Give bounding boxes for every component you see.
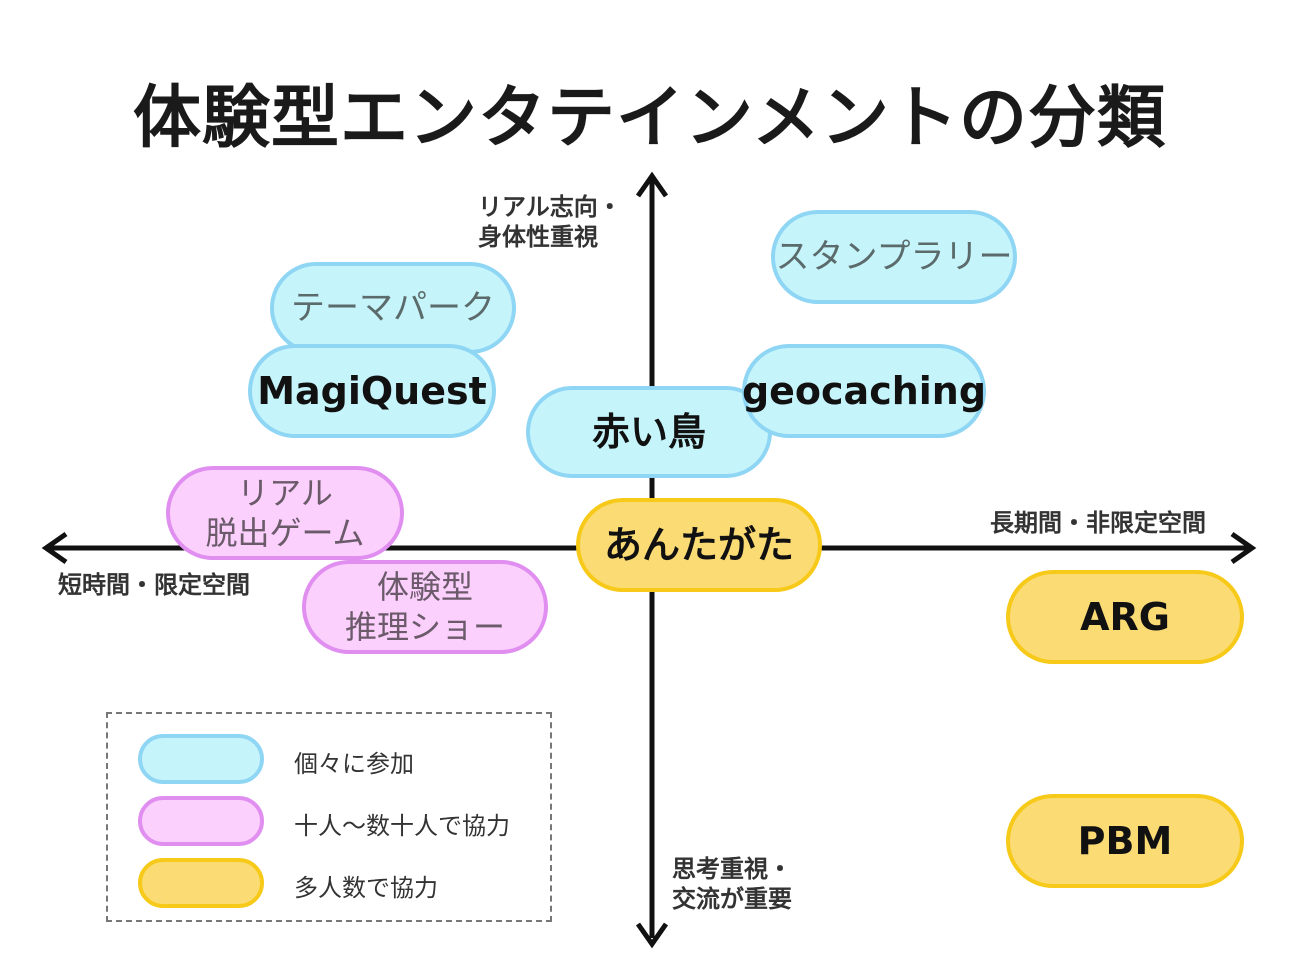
item-theme-park: テーマパーク: [270, 262, 516, 354]
diagram-title: 体験型エンタテインメントの分類: [133, 79, 1166, 158]
horizontal-axis-right-arrow: [1230, 531, 1257, 565]
legend-swatch-small-group: [138, 796, 264, 846]
horizontal-axis-left-arrow: [41, 531, 68, 565]
axis-label-right: 長期間・非限定空間: [990, 509, 1206, 537]
item-arg: ARG: [1006, 570, 1244, 664]
axis-label-top: リアル志向・ 身体性重視: [478, 193, 622, 251]
axis-label-bottom: 思考重視・ 交流が重要: [672, 855, 792, 913]
vertical-axis-bottom-arrow: [635, 922, 669, 949]
item-mystery-show: 体験型 推理ショー: [302, 560, 548, 654]
legend-swatch-individual: [138, 734, 264, 784]
item-stamp-rally: スタンプラリー: [771, 210, 1017, 304]
item-akai-tori: 赤い鳥: [526, 386, 772, 478]
legend-label-individual: 個々に参加: [294, 750, 414, 778]
legend: 個々に参加 十人～数十人で協力 多人数で協力: [106, 712, 552, 922]
item-real-escape-game: リアル 脱出ゲーム: [166, 466, 404, 560]
item-pbm: PBM: [1006, 794, 1244, 888]
item-geocaching: geocaching: [742, 344, 986, 438]
legend-label-small-group: 十人～数十人で協力: [294, 812, 510, 840]
axis-label-left: 短時間・限定空間: [58, 571, 250, 599]
item-magiquest: MagiQuest: [248, 344, 496, 438]
item-anta-gata: あんたがた: [576, 498, 822, 592]
vertical-axis-top-arrow: [635, 171, 669, 198]
legend-label-large-group: 多人数で協力: [294, 874, 438, 902]
legend-swatch-large-group: [138, 858, 264, 908]
